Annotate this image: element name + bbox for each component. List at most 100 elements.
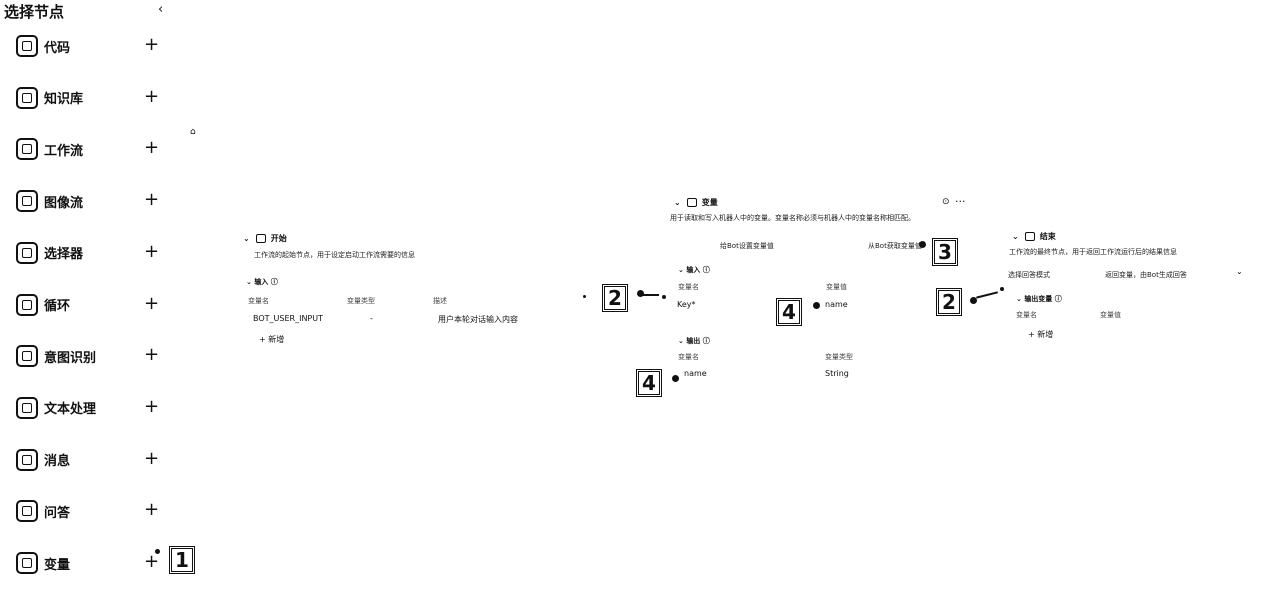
chevron-down-icon: ⌄: [246, 278, 255, 286]
add-label: 新增: [268, 335, 285, 344]
set-variable-tab[interactable]: 给Bot设置变量值: [720, 242, 774, 250]
start-col-name: 变量名: [248, 297, 269, 305]
add-node-button[interactable]: +: [144, 344, 160, 366]
add-node-button[interactable]: +: [144, 292, 160, 314]
sidebar-item-text-process[interactable]: 文本处理+: [16, 395, 166, 421]
annotation-pointer: [155, 549, 160, 554]
input-section-label: 输入: [254, 278, 269, 286]
start-row-desc[interactable]: 用户本轮对话输入内容: [438, 315, 518, 324]
variable-output-name: name: [684, 369, 707, 378]
annotation-pointer: [919, 241, 926, 248]
variable-node-title: 变量: [701, 198, 718, 207]
add-node-button[interactable]: +: [144, 499, 160, 521]
message-icon: [16, 448, 38, 471]
sidebar-item-image-flow[interactable]: 图像流 +: [16, 188, 166, 214]
info-icon: ⓘ: [1054, 295, 1062, 303]
variable-input-key[interactable]: Key*: [677, 300, 696, 309]
code-icon: [16, 35, 38, 57]
annotation-badge-2: 2: [602, 284, 628, 312]
end-node-description: 工作流的最终节点，用于返回工作流运行后的结果信息: [1009, 248, 1177, 256]
variable-node[interactable]: ⌄ 变量: [674, 197, 718, 208]
chevron-down-icon[interactable]: ⌄: [1236, 267, 1243, 276]
sidebar-item-message[interactable]: 消息+: [16, 447, 166, 473]
collapse-chevron-icon[interactable]: ⌄: [674, 198, 681, 207]
start-col-desc: 描述: [433, 297, 447, 305]
sidebar-item-qa[interactable]: 问答 +: [16, 498, 166, 524]
end-node-title: 结束: [1039, 232, 1056, 241]
chevron-down-icon: ⌄: [678, 266, 687, 274]
start-row-name[interactable]: BOT_USER_INPUT: [253, 314, 323, 323]
add-node-button[interactable]: +: [144, 551, 160, 572]
end-add-button[interactable]: + 新增: [1028, 329, 1053, 340]
chevron-down-icon: ⌄: [678, 337, 687, 345]
collapse-chevron-icon[interactable]: ⌄: [243, 234, 250, 243]
info-icon: ⓘ: [702, 337, 710, 345]
loop-icon: [16, 293, 38, 316]
add-node-button[interactable]: +: [144, 240, 160, 262]
sidebar-item-label: 图像流: [44, 195, 84, 211]
sidebar-item-label: 选择器: [44, 247, 84, 263]
more-button[interactable]: ···: [955, 195, 966, 208]
chevron-down-icon: ⌄: [1016, 295, 1025, 303]
sidebar-item-label: 工作流: [44, 143, 84, 159]
selector-icon: [16, 241, 38, 264]
output-section-label: 输出: [686, 337, 701, 345]
variable-output-section[interactable]: ⌄ 输出 ⓘ: [678, 336, 710, 346]
collapse-chevron-icon[interactable]: ⌄: [1012, 232, 1019, 241]
annotation-pointer: [637, 290, 644, 297]
knowledge-base-icon: [16, 86, 38, 109]
output-section-label: 输出变量: [1024, 295, 1053, 303]
add-node-button[interactable]: +: [144, 395, 160, 417]
collapse-sidebar-button[interactable]: ‹: [158, 2, 164, 17]
annotation-badge-4: 4: [776, 298, 802, 326]
sidebar-item-selector[interactable]: 选择器 +: [16, 240, 166, 266]
sidebar-title: 选择节点: [4, 3, 65, 21]
variable-output-port[interactable]: [1000, 287, 1004, 291]
variable-icon: [16, 552, 38, 574]
info-icon: ⓘ: [270, 278, 278, 286]
variable-node-description: 用于读取和写入机器人中的变量。变量名称必须与机器人中的变量名称相匹配。: [670, 214, 915, 222]
run-icon[interactable]: ⊙: [942, 197, 950, 207]
sidebar-item-workflow[interactable]: 工作流 +: [16, 136, 166, 162]
end-output-section[interactable]: ⌄ 输出变量 ⓘ: [1016, 294, 1062, 304]
sidebar-item-label: 意图识别: [44, 350, 97, 366]
variable-input-value[interactable]: name: [825, 300, 848, 309]
end-col-value: 变量值: [1100, 311, 1121, 319]
add-node-button[interactable]: +: [144, 85, 160, 107]
add-node-button[interactable]: +: [144, 34, 160, 55]
end-col-name: 变量名: [1016, 311, 1037, 319]
add-node-button[interactable]: +: [144, 447, 160, 469]
input-section-label: 输入: [686, 266, 701, 274]
start-input-section[interactable]: ⌄ 输入 ⓘ: [246, 277, 278, 287]
variable-input-section[interactable]: ⌄ 输入 ⓘ: [678, 265, 710, 275]
annotation-pointer: [970, 297, 977, 304]
start-node[interactable]: ⌄ 开始: [243, 233, 287, 244]
start-output-port[interactable]: [583, 295, 586, 298]
start-col-type: 变量类型: [347, 297, 375, 305]
annotation-badge-1: 1: [169, 546, 195, 574]
add-node-button[interactable]: +: [144, 189, 160, 211]
sidebar-item-intent[interactable]: 意图识别 +: [16, 343, 166, 369]
variable-output-col-type: 变量类型: [825, 353, 853, 361]
image-flow-icon: [16, 190, 38, 213]
variable-input-port[interactable]: [662, 295, 666, 299]
variable-input-col-value: 变量值: [826, 283, 847, 291]
annotation-arrow: [643, 294, 659, 296]
plus-icon: +: [1028, 330, 1038, 339]
sidebar-item-loop[interactable]: 循环 +: [16, 292, 166, 318]
sidebar-item-label: 问答: [44, 505, 71, 521]
sidebar-item-label: 循环: [44, 299, 71, 314]
sidebar-item-variable[interactable]: 变量+: [16, 550, 166, 576]
cursor-icon: ⌂: [190, 127, 196, 137]
add-node-button[interactable]: +: [144, 137, 160, 159]
sidebar-item-knowledge-base[interactable]: 知识库+: [16, 85, 166, 111]
start-add-button[interactable]: + 新增: [259, 334, 284, 345]
start-node-icon: [255, 234, 266, 243]
end-node[interactable]: ⌄ 结束: [1012, 231, 1056, 242]
answer-mode-select[interactable]: 返回变量，由Bot生成回答: [1105, 271, 1187, 279]
start-row-type[interactable]: -: [370, 314, 373, 323]
text-process-icon: [16, 396, 38, 419]
sidebar-item-code[interactable]: 代码+: [16, 33, 166, 59]
workflow-icon: [16, 138, 38, 161]
get-variable-tab[interactable]: 从Bot获取变量值: [868, 242, 922, 250]
